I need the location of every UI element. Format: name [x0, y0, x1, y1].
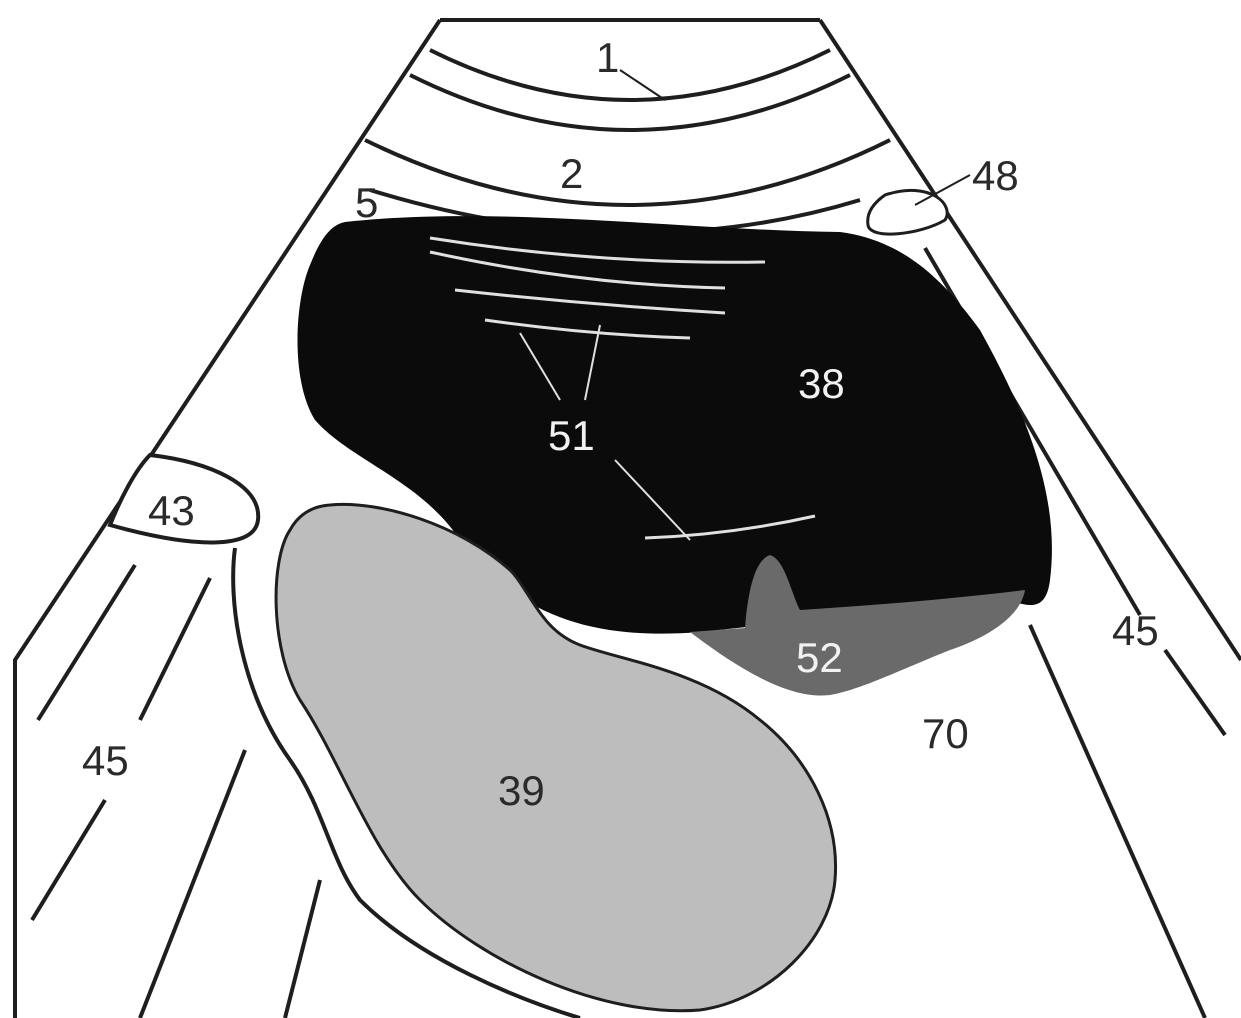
label-45-left: 45 — [82, 737, 129, 784]
label-39: 39 — [498, 767, 545, 814]
label-2: 2 — [560, 150, 583, 197]
label-5: 5 — [355, 179, 378, 226]
label-52: 52 — [796, 634, 843, 681]
label-48: 48 — [972, 152, 1019, 199]
label-1: 1 — [596, 34, 619, 81]
layer-1-boundaries — [410, 50, 850, 130]
label-45-right: 45 — [1112, 607, 1159, 654]
label-1-leader — [620, 70, 665, 100]
label-70: 70 — [922, 710, 969, 757]
label-38: 38 — [798, 360, 845, 407]
label-43: 43 — [148, 487, 195, 534]
label-51: 51 — [548, 412, 595, 459]
left-side-lines — [32, 565, 320, 1018]
